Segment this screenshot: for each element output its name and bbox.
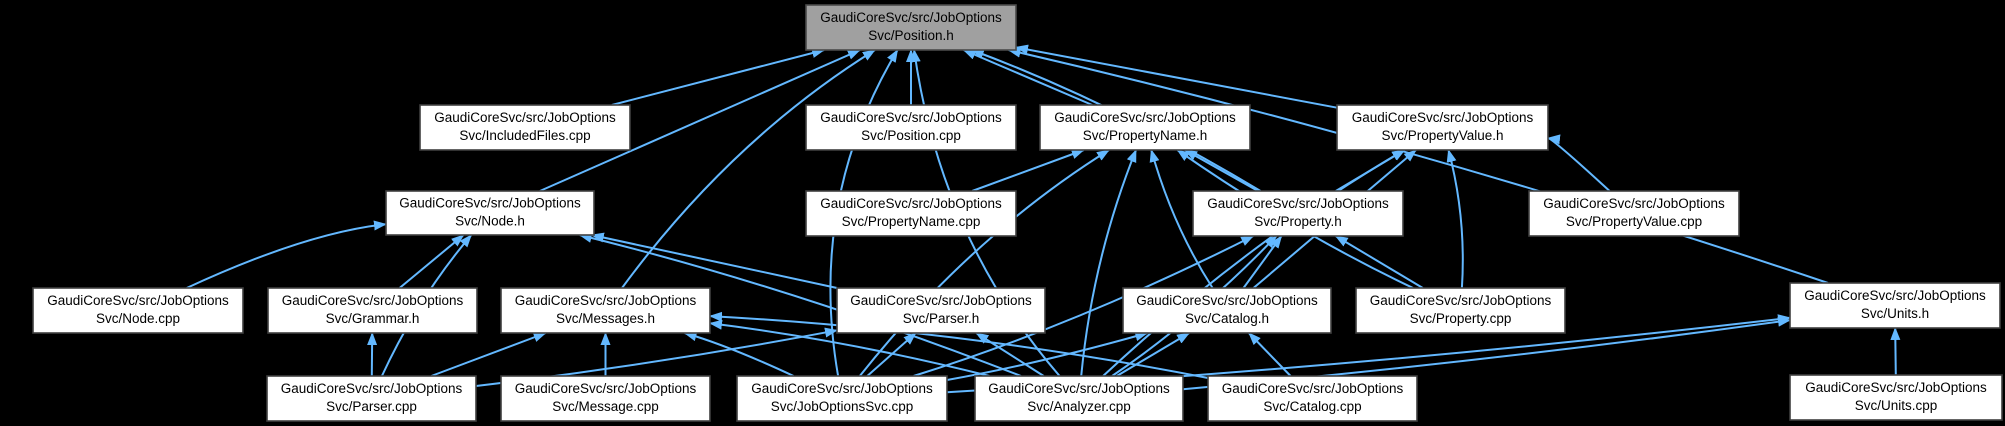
node-box — [1039, 104, 1251, 151]
include-edge-analyzer_cpp-to-parser_h — [975, 332, 1045, 377]
include-edge-property_cpp-to-property_h — [1334, 235, 1424, 289]
include-edge-property_cpp-to-propertyvalue_h — [1446, 149, 1464, 289]
node-box — [1789, 374, 2003, 421]
node-box — [385, 190, 595, 236]
node-box — [32, 287, 244, 334]
include-edge-catalog_cpp-to-messages_h — [709, 311, 1209, 379]
node-box — [1336, 104, 1549, 151]
include-edge-joboptionssvc_cpp-to-propertyname_h — [859, 149, 1110, 377]
node-box — [1122, 287, 1332, 334]
node-box — [267, 287, 478, 334]
node-box — [266, 375, 477, 422]
include-edge-propertyname_cpp-to-propertyname_h — [971, 149, 1085, 192]
include-edge-node_cpp-to-node_h — [186, 220, 387, 289]
node-box — [1528, 190, 1740, 237]
include-edge-catalog_h-to-property_h — [1242, 235, 1283, 289]
node-box — [500, 287, 711, 334]
node-box — [419, 104, 631, 151]
include-edge-analyzer_cpp-to-propertyvalue_h — [1102, 149, 1406, 377]
node-box — [1192, 190, 1404, 237]
include-edge-property_h-to-propertyname_h — [1184, 149, 1259, 192]
node-box — [736, 375, 948, 422]
node-box — [974, 375, 1184, 422]
include-edge-analyzer_cpp-to-catalog_h — [1116, 332, 1191, 377]
include-edge-joboptionssvc_cpp-to-property_h — [913, 235, 1255, 377]
include-edge-analyzer_cpp-to-propertyname_h — [1080, 149, 1137, 377]
include-edge-catalog_cpp-to-catalog_h — [1248, 332, 1292, 377]
node-box — [805, 104, 1017, 151]
node-box — [1355, 287, 1566, 334]
node-box — [805, 4, 1017, 51]
include-edge-parser_h-to-node_h — [590, 232, 838, 289]
node-box — [1207, 375, 1418, 422]
include-edge-propertyvalue_h-to-position_h — [1015, 44, 1338, 109]
include-edge-analyzer_cpp-to-messages_h — [709, 319, 990, 377]
include-edge-propertyvalue_cpp-to-propertyvalue_h — [1547, 134, 1611, 192]
node-box — [836, 287, 1046, 334]
include-edge-node_h-to-position_h — [539, 49, 861, 192]
include-edge-analyzer_cpp-to-node_h — [578, 233, 1022, 377]
include-edge-catalog_h-to-propertyname_h — [1149, 149, 1214, 289]
include-edge-grammar_h-to-node_h — [398, 234, 465, 289]
include-edge-units_h-to-position_h — [1007, 47, 1829, 284]
include-edge-parser_cpp-to-messages_h — [430, 332, 547, 377]
include-edge-includedfiles_cpp-to-position_h — [611, 48, 826, 106]
include-edge-joboptionssvc_cpp-to-catalog_h — [946, 331, 1149, 381]
include-edge-messages_h-to-position_h — [621, 49, 876, 289]
node-box — [805, 190, 1017, 237]
include-edge-joboptionssvc_cpp-to-parser_h — [866, 332, 917, 377]
include-edge-units_cpp-to-units_h — [1890, 327, 1901, 376]
node-box — [1789, 282, 2001, 329]
node-box — [500, 375, 711, 422]
